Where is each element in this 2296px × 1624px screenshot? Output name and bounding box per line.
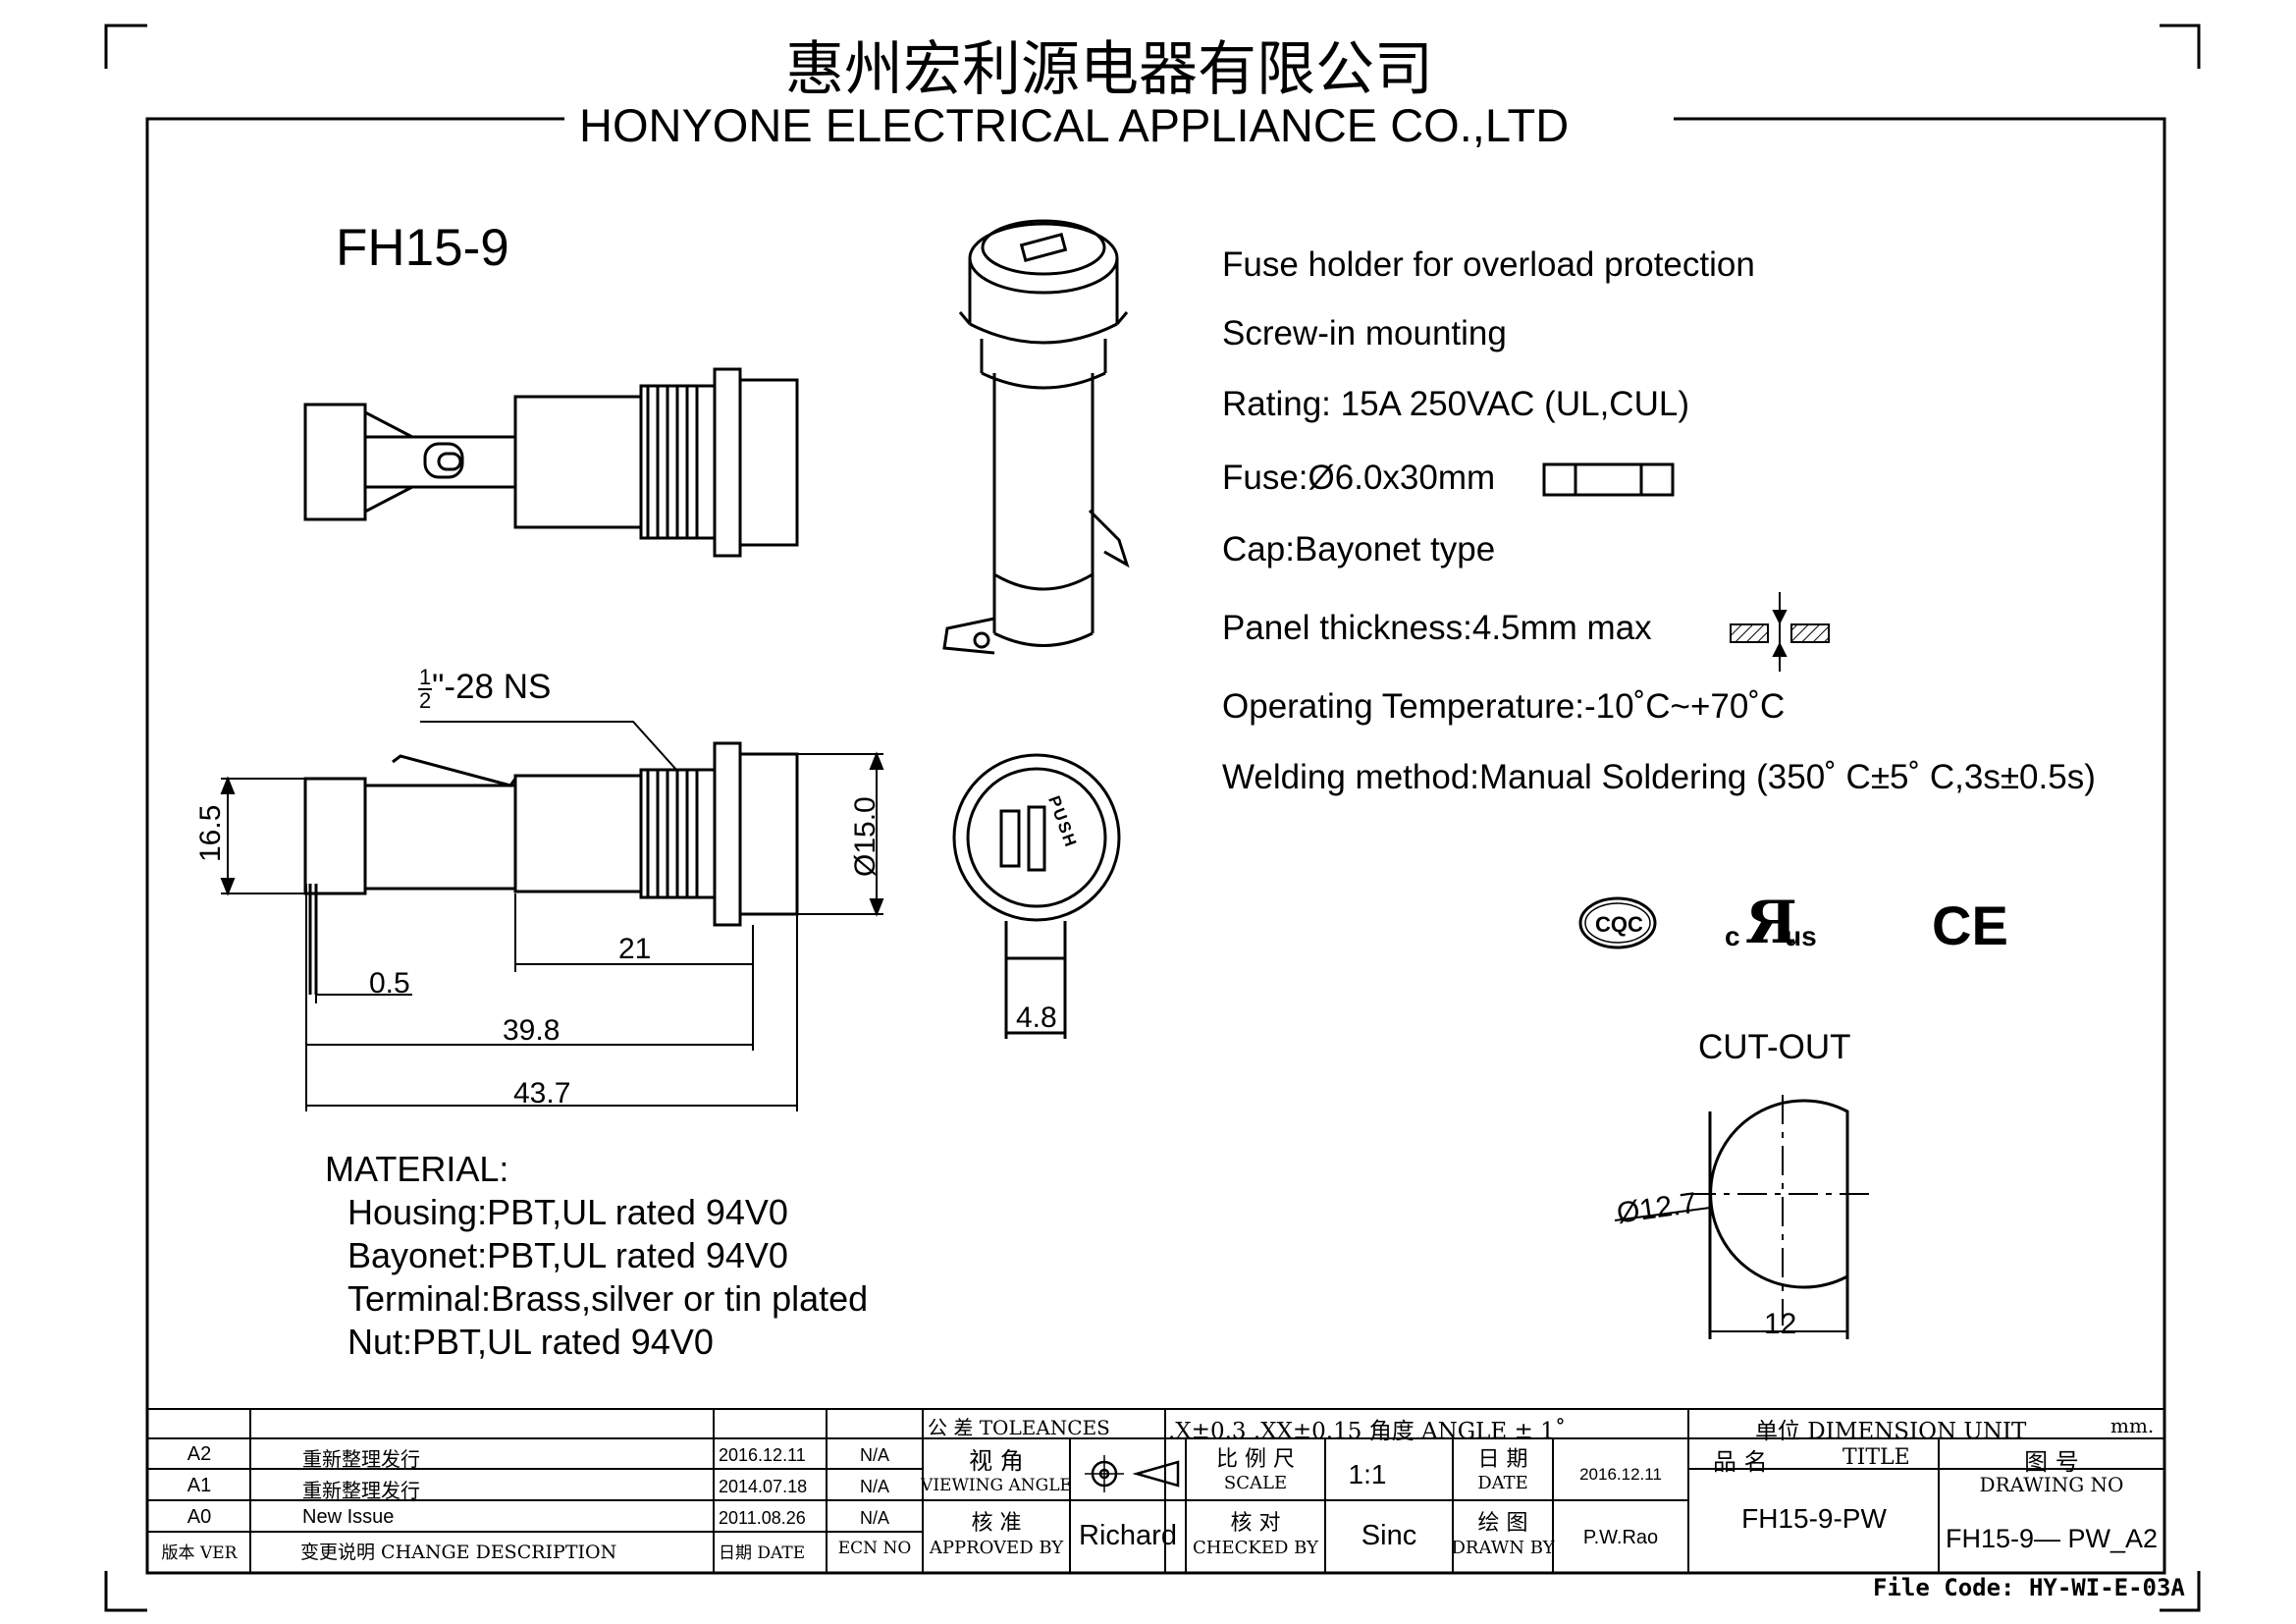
spec-line-3: Rating: 15A 250VAC (UL,CUL) <box>1222 385 1689 423</box>
unit-label: 单位 DIMENSION UNIT <box>1755 1419 2027 1444</box>
drawing-no-en: DRAWING NO <box>1979 1473 2124 1496</box>
dim-4-8: 4.8 <box>1016 1001 1057 1034</box>
rev-header-ver: 版本 VER <box>161 1543 238 1563</box>
title-label-cn: 品 名 <box>1713 1448 1768 1476</box>
fuse-icon <box>1542 462 1675 497</box>
approved-by-en: APPROVED BY <box>929 1538 1064 1558</box>
dim-43-7: 43.7 <box>513 1077 571 1110</box>
rev-ecn: N/A <box>859 1508 890 1528</box>
model-number: FH15-9 <box>336 219 509 277</box>
spec-line-2: Screw-in mounting <box>1222 314 1507 352</box>
ul-logo-icon: Я <box>1745 889 1797 957</box>
file-code: File Code: HY-WI-E-03A <box>1873 1574 2185 1601</box>
rev-date: 2014.07.18 <box>719 1477 808 1496</box>
scale-en: SCALE <box>1223 1473 1288 1493</box>
thread-fraction: 1 2 <box>418 665 433 713</box>
rev-date: 2016.12.11 <box>719 1445 806 1465</box>
ul-us-mark: us <box>1785 921 1817 951</box>
company-name-cn: 惠州宏利源电器有限公司 <box>785 35 1433 104</box>
tolerance-label: 公 差 TOLEANCES <box>928 1416 1110 1439</box>
checked-by-name: Sinc <box>1361 1520 1417 1551</box>
drawing-no-value: FH15-9— PW_A2 <box>1945 1524 2159 1553</box>
dim-39-8: 39.8 <box>503 1014 561 1047</box>
drawn-by-cn: 绘 图 <box>1477 1511 1528 1536</box>
tolerance-value: .X±0.3 .XX±0.15 角度 ANGLE ± 1˚ <box>1168 1419 1567 1444</box>
thread-spec: "-28 NS <box>432 668 552 706</box>
panel-icon <box>1730 592 1830 672</box>
material-title: MATERIAL: <box>325 1149 509 1189</box>
date-value: 2016.12.11 <box>1579 1465 1662 1484</box>
rev-date: 2011.08.26 <box>719 1508 806 1528</box>
material-item-1: Housing:PBT,UL rated 94V0 <box>347 1192 788 1232</box>
dim-21: 21 <box>618 933 652 965</box>
checked-by-en: CHECKED BY <box>1193 1538 1318 1558</box>
title-value: FH15-9-PW <box>1741 1503 1887 1534</box>
title-label-en: TITLE <box>1842 1445 1910 1470</box>
rev-ecn: N/A <box>859 1477 890 1496</box>
ul-c-mark: c <box>1725 921 1740 951</box>
spec-line-1: Fuse holder for overload protection <box>1222 245 1755 284</box>
material-item-4: Nut:PBT,UL rated 94V0 <box>347 1322 714 1362</box>
isometric-view <box>942 219 1130 655</box>
spec-line-7: Operating Temperature:-10˚C~+70˚C <box>1222 687 1786 726</box>
drawing-no-cn: 图 号 <box>2024 1448 2079 1476</box>
cutout-drawing <box>1614 1095 1870 1339</box>
spec-line-5: Cap:Bayonet type <box>1222 530 1496 568</box>
corner-mark-br <box>2160 1571 2201 1612</box>
dimension-lines <box>220 751 884 1111</box>
spec-line-6: Panel thickness:4.5mm max <box>1222 609 1652 647</box>
dim-16-5: 16.5 <box>194 804 227 862</box>
drawn-by-en: DRAWN BY <box>1451 1538 1555 1558</box>
material-item-3: Terminal:Brass,silver or tin plated <box>347 1278 869 1319</box>
cert-marks <box>1578 896 1657 949</box>
viewing-angle-cn: 视 角 <box>969 1447 1024 1475</box>
frame-border <box>145 117 2166 1575</box>
unit-value: mm. <box>2110 1414 2155 1437</box>
corner-mark-tl <box>104 24 147 69</box>
approved-by-cn: 核 准 <box>971 1511 1022 1536</box>
company-name-en: HONYONE ELECTRICAL APPLIANCE CO.,LTD <box>579 99 1570 151</box>
dim-0-5: 0.5 <box>369 967 410 1000</box>
rev-ver: A2 <box>187 1443 212 1465</box>
corner-mark-bl <box>104 1571 147 1612</box>
corner-mark-tr <box>2160 24 2201 69</box>
rev-header-ecn: ECN NO <box>837 1539 912 1558</box>
scale-cn: 比 例 尺 <box>1216 1447 1295 1472</box>
rev-desc: New Issue <box>302 1506 395 1528</box>
rev-ecn: N/A <box>859 1445 890 1465</box>
ce-mark: CE <box>1932 894 2008 956</box>
rev-ver: A0 <box>187 1506 212 1528</box>
drawn-by-name: P.W.Rao <box>1582 1527 1659 1548</box>
approved-by-name: Richard <box>1079 1520 1177 1551</box>
material-item-2: Bayonet:PBT,UL rated 94V0 <box>347 1235 788 1275</box>
date-en: DATE <box>1477 1473 1528 1493</box>
checked-by-cn: 核 对 <box>1230 1511 1281 1536</box>
rev-ver: A1 <box>187 1475 212 1496</box>
spec-line-4: Fuse:Ø6.0x30mm <box>1222 459 1496 497</box>
rev-header-desc: 变更说明 CHANGE DESCRIPTION <box>300 1542 617 1563</box>
viewing-angle-en: VIEWING ANGLE <box>921 1476 1072 1495</box>
rev-header-date: 日期 DATE <box>719 1543 806 1563</box>
cutout-title: CUT-OUT <box>1698 1028 1851 1066</box>
top-view <box>952 753 1121 1039</box>
date-cn: 日 期 <box>1477 1447 1528 1472</box>
cqc-mark: CQC <box>1595 912 1643 937</box>
rev-desc: 重新整理发行 <box>302 1481 420 1502</box>
side-view-top <box>303 367 799 558</box>
projection-symbol <box>1085 1455 1180 1492</box>
title-block <box>147 1408 2164 1573</box>
scale-value: 1:1 <box>1348 1459 1387 1489</box>
spec-line-8: Welding method:Manual Soldering (350˚ C±… <box>1222 758 2096 796</box>
dim-15-0: Ø15.0 <box>849 796 881 877</box>
cutout-width: 12 <box>1764 1308 1797 1340</box>
rev-desc: 重新整理发行 <box>302 1449 420 1471</box>
side-view-bottom <box>303 721 799 995</box>
